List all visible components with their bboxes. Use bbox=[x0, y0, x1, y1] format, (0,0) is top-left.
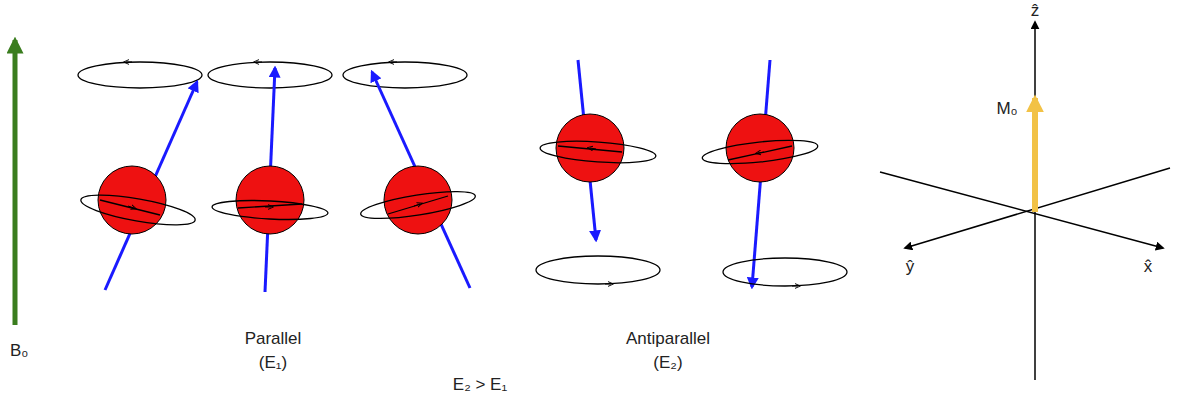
axis-label: ẑ bbox=[1031, 2, 1040, 21]
energy-relation: E₂ > E₁ bbox=[453, 376, 507, 395]
state-label: Antiparallel bbox=[626, 330, 710, 349]
axis-label: ŷ bbox=[906, 258, 915, 277]
spin-antiparallel-1 bbox=[536, 60, 660, 284]
field-label: B₀ bbox=[10, 342, 28, 361]
state-label: Parallel bbox=[245, 330, 302, 349]
spin-parallel-1 bbox=[78, 62, 202, 290]
magnetization-label: M₀ bbox=[996, 100, 1017, 119]
energy-label: (E₁) bbox=[259, 354, 287, 373]
field-arrow bbox=[13, 40, 18, 325]
axes bbox=[880, 22, 1170, 380]
spin-parallel-2 bbox=[208, 62, 332, 292]
spin-parallel-3 bbox=[343, 62, 477, 288]
energy-label: (E₂) bbox=[653, 354, 682, 373]
spin-antiparallel-2 bbox=[701, 60, 847, 287]
axis-label: x̂ bbox=[1144, 258, 1153, 277]
